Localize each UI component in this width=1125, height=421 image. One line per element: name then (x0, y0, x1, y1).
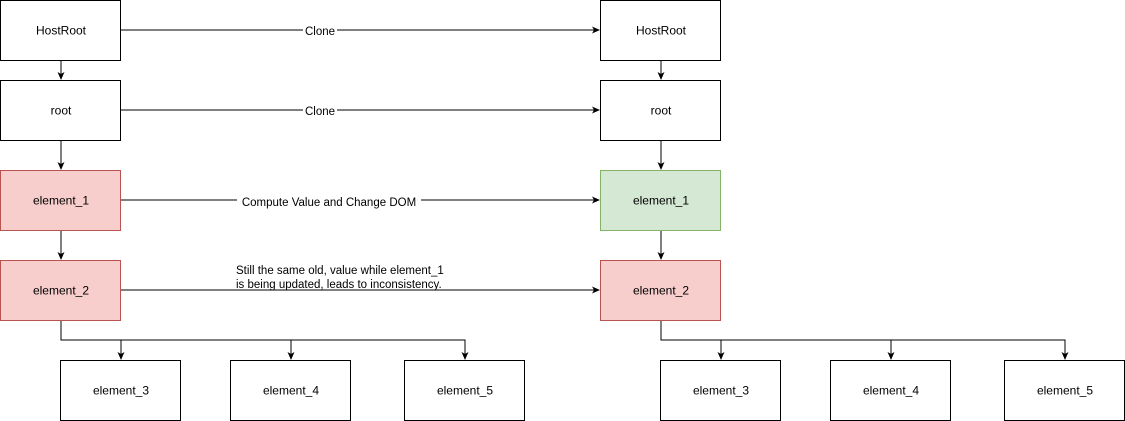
node-left-element-2: element_2 (0, 260, 121, 321)
edge-left-element-2-to-element-5 (291, 339, 469, 360)
node-right-root: root (600, 80, 721, 141)
right-tree: HostRoot root element_1 element_2 elemen… (600, 0, 1125, 421)
node-right-element-3: element_3 (660, 360, 781, 421)
node-label: element_4 (863, 384, 919, 398)
node-left-element-4: element_4 (230, 360, 351, 421)
edge-label-clone-hostroot: Clone (305, 26, 335, 38)
node-left-element-1: element_1 (0, 170, 121, 231)
edge-labels: Clone Clone Compute Value and Change DOM… (236, 24, 444, 291)
edge-label-clone-root: Clone (305, 106, 335, 118)
node-label: element_3 (693, 384, 749, 398)
node-left-element-3: element_3 (60, 360, 181, 421)
node-right-hostroot: HostRoot (600, 0, 721, 61)
node-left-root: root (0, 80, 121, 141)
node-left-hostroot: HostRoot (0, 0, 121, 61)
node-label: element_3 (93, 384, 149, 398)
node-label: element_1 (33, 194, 89, 208)
edge-label-compute: Compute Value and Change DOM (242, 197, 416, 209)
node-label: root (51, 104, 72, 118)
edges (57, 26, 1069, 360)
edge-right-element-2-to-element-3 (660, 320, 725, 360)
edge-label-stale-line2: is being updated, leads to inconsistency… (236, 279, 442, 291)
node-label: element_2 (633, 284, 689, 298)
node-right-element-4: element_4 (830, 360, 951, 421)
node-label: root (651, 104, 672, 118)
node-label: element_1 (633, 194, 689, 208)
node-right-element-5: element_5 (1004, 360, 1125, 421)
left-tree: HostRoot root element_1 element_2 elemen… (0, 0, 525, 421)
node-left-element-5: element_5 (404, 360, 525, 421)
node-label: HostRoot (636, 24, 687, 38)
node-label: element_5 (437, 384, 493, 398)
edge-right-element-2-to-element-4 (721, 339, 895, 360)
node-label: element_2 (33, 284, 89, 298)
edge-left-element-2-to-element-4 (61, 339, 295, 360)
node-label: HostRoot (36, 24, 87, 38)
edge-right-element-2-to-element-5 (891, 339, 1069, 360)
node-label: element_5 (1037, 384, 1093, 398)
node-right-element-2: element_2 (600, 260, 721, 321)
node-right-element-1: element_1 (600, 170, 721, 231)
edge-label-stale-line1: Still the same old, value while element_… (236, 265, 444, 277)
node-label: element_4 (263, 384, 319, 398)
